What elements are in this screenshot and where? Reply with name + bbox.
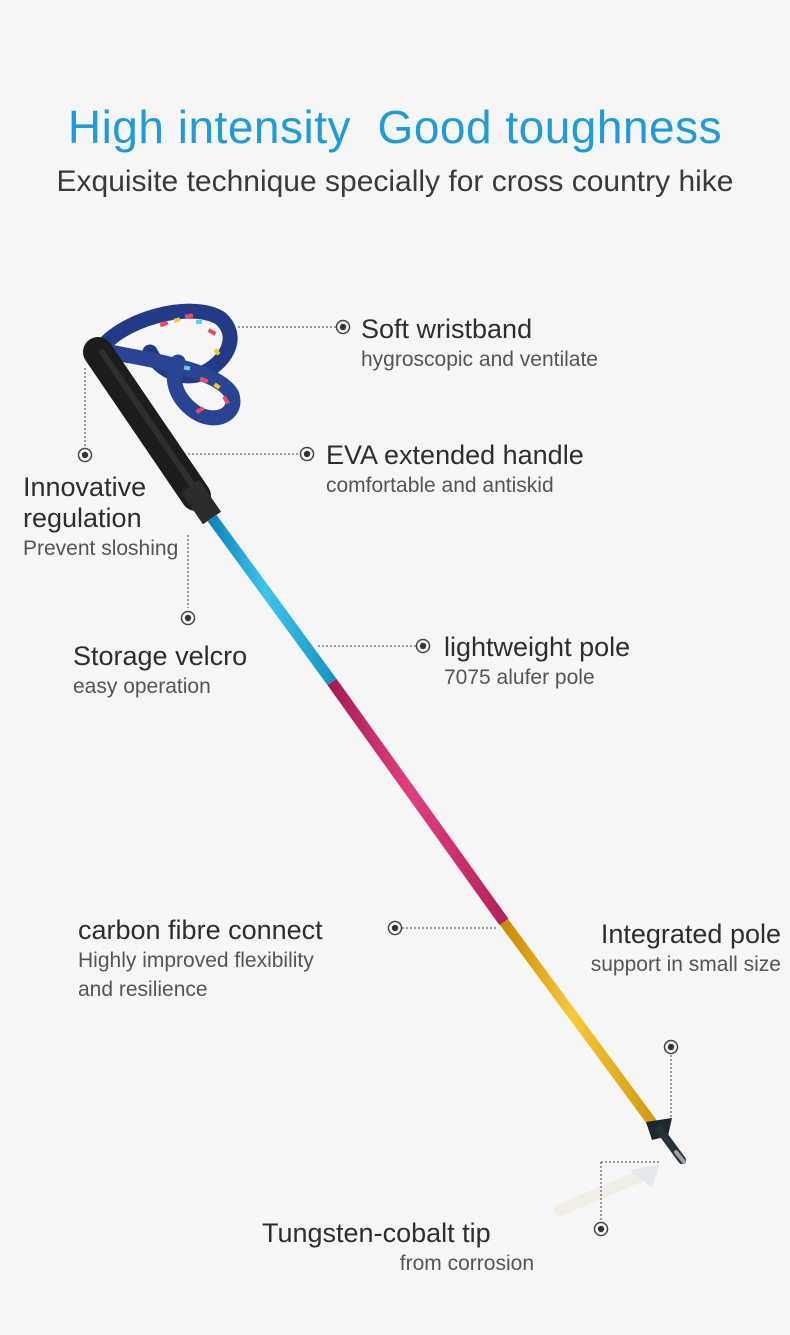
feature-title: Innovative regulation xyxy=(23,472,147,533)
pole-section-gold xyxy=(499,919,659,1128)
callout-dot-pole xyxy=(415,638,431,654)
pole-section-blue xyxy=(207,514,337,686)
feature-pole: lightweight pole 7075 alufer pole xyxy=(444,632,630,692)
pole-tip xyxy=(646,1118,686,1164)
grip-collar xyxy=(180,479,222,525)
eva-grip xyxy=(83,337,211,511)
feature-regulation: Innovative regulation Prevent sloshing xyxy=(23,472,178,563)
callout-dot-wristband xyxy=(335,319,351,335)
feature-title: carbon fibre connect xyxy=(78,915,323,945)
feature-desc: Highly improved flexibility and resilien… xyxy=(78,949,314,1001)
feature-carbon: carbon fibre connect Highly improved fle… xyxy=(78,915,323,1004)
callout-dot-velcro xyxy=(180,610,196,626)
pole-section-red xyxy=(327,678,509,926)
feature-title: Integrated pole xyxy=(600,919,781,949)
feature-title: Soft wristband xyxy=(361,314,533,344)
feature-desc: Prevent sloshing xyxy=(23,537,179,560)
feature-title: EVA extended handle xyxy=(326,440,584,470)
feature-title: lightweight pole xyxy=(444,632,631,662)
callout-dot-integrated xyxy=(663,1039,679,1055)
callout-dot-regulation xyxy=(77,447,93,463)
callout-dot-handle xyxy=(299,446,315,462)
headline: High intensity Good toughness xyxy=(67,101,723,153)
feature-velcro: Storage velcro easy operation xyxy=(73,641,247,701)
tip-reflection xyxy=(554,1164,660,1216)
feature-handle: EVA extended handle comfortable and anti… xyxy=(326,440,584,500)
feature-desc: hygroscopic and ventilate xyxy=(361,348,598,371)
feature-title: Tungsten-cobalt tip xyxy=(262,1218,491,1248)
feature-wristband: Soft wristband hygroscopic and ventilate xyxy=(361,314,598,374)
callout-lines xyxy=(84,326,672,1220)
subheadline: Exquisite technique specially for cross … xyxy=(56,165,734,198)
callout-dots xyxy=(77,319,679,1237)
feature-integrated: Integrated pole support in small size xyxy=(559,919,781,979)
wrist-strap xyxy=(92,303,241,426)
feature-title: Storage velcro xyxy=(73,641,248,671)
feature-tip: Tungsten-cobalt tip from corrosion xyxy=(260,1218,550,1278)
feature-desc: easy operation xyxy=(73,675,211,698)
feature-desc: comfortable and antiskid xyxy=(326,474,554,497)
feature-desc: support in small size xyxy=(590,953,781,976)
callout-dot-carbon xyxy=(387,920,403,936)
callout-dot-tip xyxy=(593,1221,609,1237)
feature-desc: 7075 alufer pole xyxy=(444,666,595,689)
feature-desc: from corrosion xyxy=(399,1252,534,1275)
